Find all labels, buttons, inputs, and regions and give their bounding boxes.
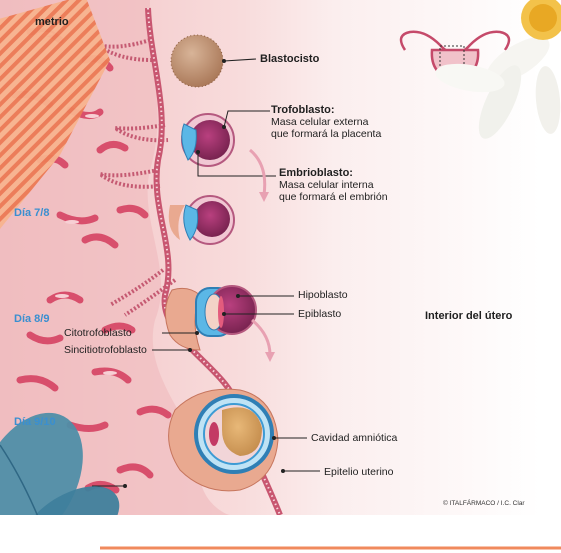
label-cavidad-amniotica: Cavidad amniótica xyxy=(311,432,397,444)
label-citotrofoblasto: Citotrofoblasto xyxy=(64,327,132,339)
day-label-9-10: Día 9/10 xyxy=(14,416,56,428)
label-trofoblasto-title: Trofoblasto: xyxy=(271,104,335,116)
header-partial-text: metrio xyxy=(35,16,69,28)
label-blastocisto: Blastocisto xyxy=(260,53,319,65)
label-interior-utero: Interior del útero xyxy=(425,310,512,322)
label-embrioblasto-line1: Masa celular interna xyxy=(279,179,374,191)
label-hipoblasto: Hipoblasto xyxy=(298,289,348,301)
day-label-8-9: Día 8/9 xyxy=(14,313,49,325)
label-epitelio-uterino: Epitelio uterino xyxy=(324,466,393,478)
epiblast-stage3 xyxy=(218,296,224,328)
embryo-disc-stage4 xyxy=(209,422,219,446)
label-embrioblasto-line2: que formará el embrión xyxy=(279,191,388,203)
trophoblast-inner-stage2 xyxy=(194,201,230,237)
label-embrioblasto-title: Embrioblasto: xyxy=(279,167,353,179)
day-label-7-8: Día 7/8 xyxy=(14,207,49,219)
label-epiblasto: Epiblasto xyxy=(298,308,341,320)
label-trofoblasto-line2: que formará la placenta xyxy=(271,128,381,140)
blastocyst xyxy=(171,35,223,87)
label-trofoblasto-line1: Masa celular externa xyxy=(271,116,368,128)
image-credit: © ITALFÁRMACO / I.C. Clar xyxy=(443,500,525,507)
label-sincitiotrofoblasto: Sincitiotrofoblasto xyxy=(64,344,147,356)
